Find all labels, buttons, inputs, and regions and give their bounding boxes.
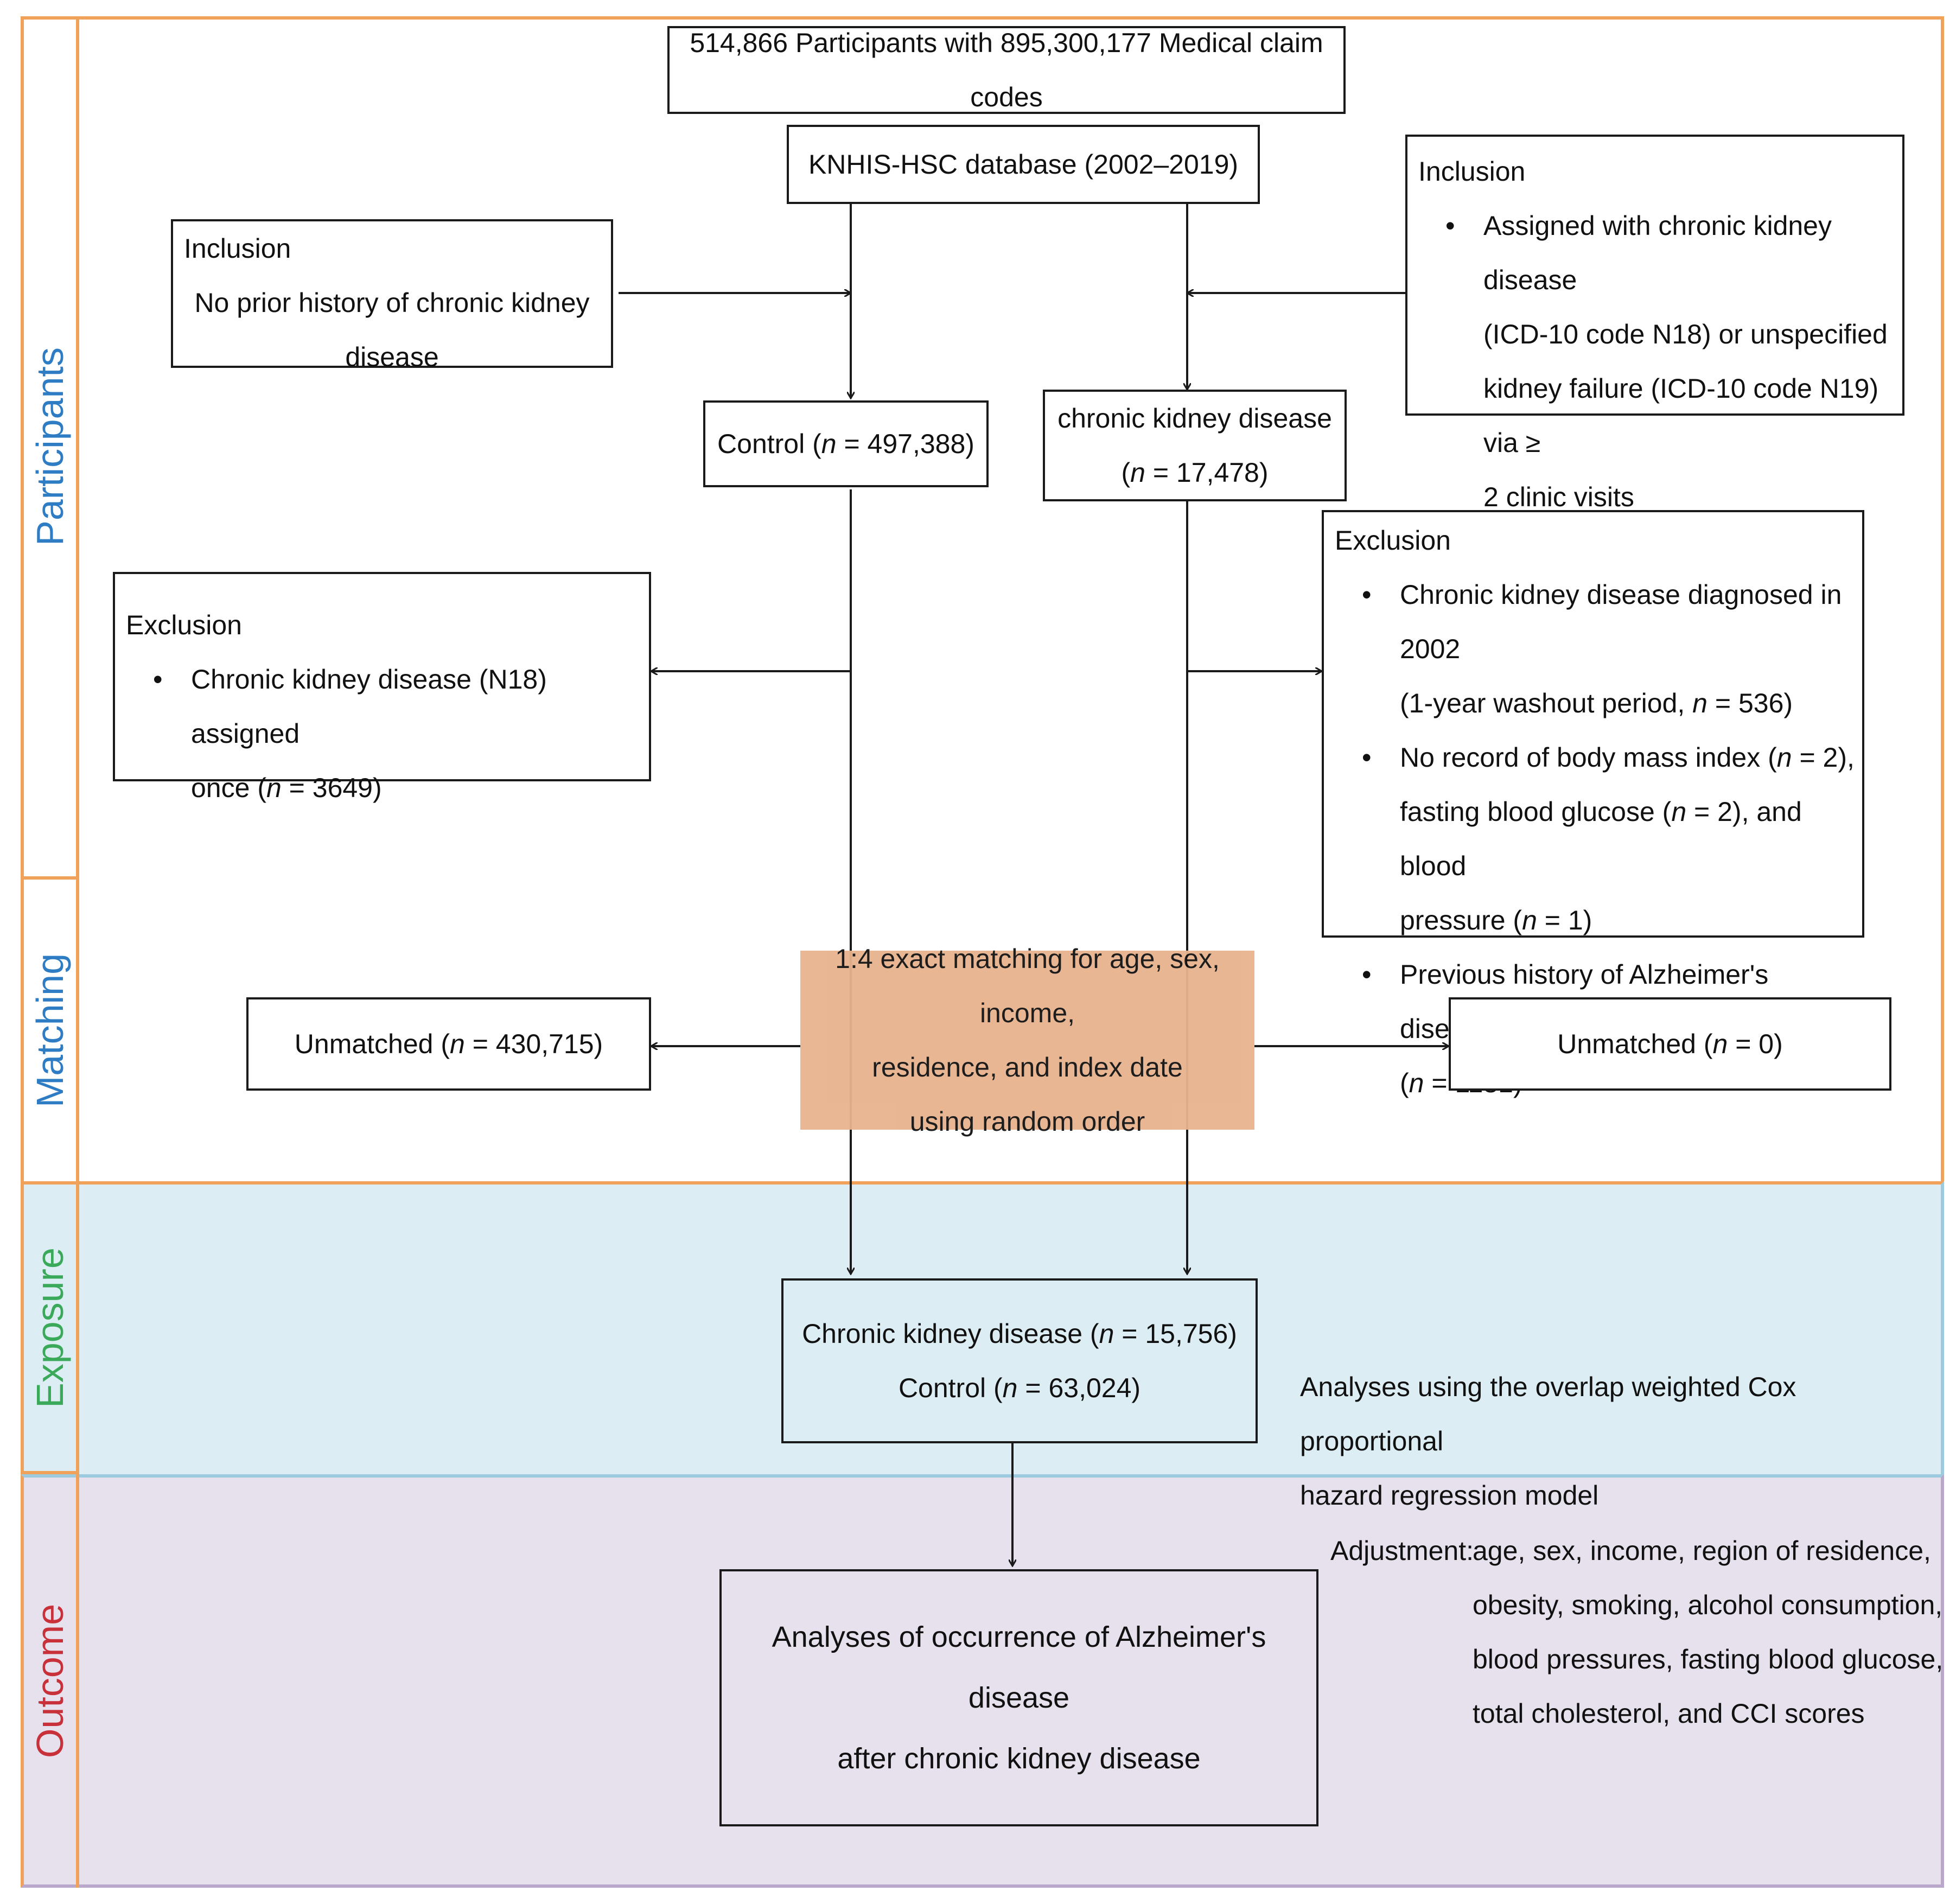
matching-box: 1:4 exact matching for age, sex, income,…: [800, 944, 1254, 1137]
exclusion-right-b2-line1: No record of body mass index (n = 2),: [1324, 730, 1862, 785]
ckd-line1: chronic kidney disease: [1057, 403, 1332, 434]
ckd-line2: (n = 17,478): [1121, 457, 1269, 488]
adjustment-line4: total cholesterol, and CCI scores: [1473, 1698, 1865, 1729]
inclusion-right-box: Inclusion Assigned with chronic kidney d…: [1405, 135, 1904, 512]
matching-line3: using random order: [909, 1106, 1145, 1137]
unmatched-left-box: Unmatched (n = 430,715): [246, 997, 651, 1091]
exclusion-left-header: Exclusion: [126, 610, 242, 640]
database-box: KNHIS-HSC database (2002–2019): [787, 125, 1260, 204]
outcome-line2: after chronic kidney disease: [837, 1742, 1201, 1775]
analysis-note: Analyses using the overlap weighted Cox …: [1300, 1360, 1924, 1523]
adjustment-label: Adjustment:: [1330, 1536, 1474, 1566]
exposure-line1: Chronic kidney disease (n = 15,756): [802, 1319, 1237, 1349]
inclusion-right-line2: (ICD-10 code N18) or unspecified: [1483, 319, 1888, 349]
exclusion-right-header: Exclusion: [1335, 525, 1451, 556]
source-box: 514,866 Participants with 895,300,177 Me…: [667, 26, 1346, 114]
inclusion-left-line2: disease: [345, 342, 439, 372]
stage-label-column: [21, 16, 79, 1888]
analysis-line1: Analyses using the overlap weighted Cox …: [1300, 1372, 1796, 1456]
adjustment-note: age, sex, income, region of residence, o…: [1473, 1524, 1950, 1741]
exclusion-left-line2: once (n = 3649): [191, 773, 382, 803]
exclusion-right-b1-line2: (1-year washout period, n = 536): [1400, 688, 1793, 718]
inclusion-right-header: Inclusion: [1418, 156, 1526, 187]
unmatched-left-text: Unmatched (n = 430,715): [294, 1029, 603, 1059]
exclusion-left-box: Exclusion Chronic kidney disease (N18) a…: [113, 572, 651, 803]
exclusion-right-b2-line2: fasting blood glucose (n = 2), and blood: [1400, 797, 1802, 881]
adjustment-line1: age, sex, income, region of residence,: [1473, 1536, 1931, 1566]
inclusion-left-header: Inclusion: [184, 233, 291, 264]
exclusion-right-b2-line3: pressure (n = 1): [1400, 905, 1592, 935]
matching-line1: 1:4 exact matching for age, sex, income,: [835, 944, 1220, 1028]
exclusion-left-line1: Chronic kidney disease (N18) assigned: [115, 652, 649, 761]
label-divider-1: [21, 876, 79, 880]
inclusion-right-line1: Assigned with chronic kidney disease: [1407, 199, 1902, 307]
outcome-box: Analyses of occurrence of Alzheimer's di…: [719, 1569, 1318, 1826]
inclusion-right-line4: 2 clinic visits: [1483, 482, 1634, 512]
adjustment-line3: blood pressures, fasting blood glucose,: [1473, 1644, 1944, 1674]
label-divider-3: [21, 1471, 79, 1474]
inclusion-left-line1: No prior history of chronic kidney: [194, 288, 590, 318]
source-text: 514,866 Participants with 895,300,177 Me…: [690, 28, 1323, 112]
outcome-line1: Analyses of occurrence of Alzheimer's di…: [772, 1621, 1266, 1714]
exclusion-right-box: Exclusion Chronic kidney disease diagnos…: [1322, 510, 1864, 1098]
inclusion-left-box: Inclusion No prior history of chronic ki…: [171, 219, 613, 372]
adjustment-line2: obesity, smoking, alcohol consumption,: [1473, 1590, 1943, 1620]
control-box: Control (n = 497,388): [703, 400, 989, 487]
exposure-line2: Control (n = 63,024): [898, 1373, 1141, 1403]
matching-line2: residence, and index date: [872, 1052, 1183, 1082]
database-text: KNHIS-HSC database (2002–2019): [808, 149, 1239, 180]
control-text: Control (n = 497,388): [717, 429, 974, 459]
inclusion-right-line3: kidney failure (ICD-10 code N19) via ≥: [1483, 373, 1879, 458]
unmatched-right-text: Unmatched (n = 0): [1557, 1029, 1783, 1059]
exposure-box: Chronic kidney disease (n = 15,756) Cont…: [781, 1278, 1258, 1443]
participants-panel: [21, 16, 1944, 1181]
exclusion-right-b1-line1: Chronic kidney disease diagnosed in 2002: [1324, 568, 1862, 676]
unmatched-right-box: Unmatched (n = 0): [1449, 997, 1891, 1091]
exclusion-right-b3-line1: Previous history of Alzheimer's disease: [1324, 947, 1862, 1056]
ckd-box: chronic kidney disease (n = 17,478): [1043, 390, 1347, 501]
analysis-line2: hazard regression model: [1300, 1480, 1599, 1511]
